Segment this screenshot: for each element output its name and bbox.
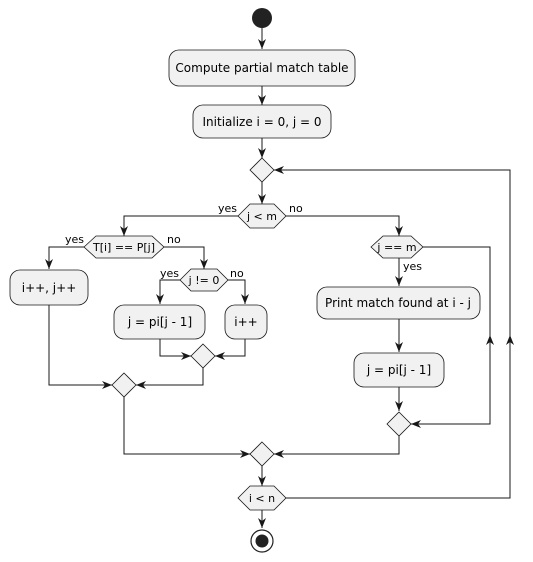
decision-text-matches-pattern-label: T[i] == P[j]: [92, 241, 155, 254]
action-set-j-fallback: j = pi[j - 1]: [113, 304, 206, 340]
decision-i-less-than-n: i < n: [237, 485, 287, 511]
action-print-match-label: Print match found at i - j: [325, 296, 471, 310]
loop-merge: [249, 157, 275, 183]
merge-j-not-zero: [190, 343, 216, 369]
branch-label-no: no: [289, 202, 303, 215]
decision-text-matches-pattern: T[i] == P[j]: [83, 235, 165, 259]
branch-label-no: no: [167, 233, 181, 246]
action-initialize-label: Initialize i = 0, j = 0: [203, 115, 322, 129]
action-increment-i-label: i++: [234, 315, 257, 329]
branch-label-yes: yes: [403, 260, 422, 273]
action-set-j-fallback-label: j = pi[j - 1]: [127, 315, 192, 329]
branch-label-yes: yes: [65, 233, 84, 246]
decision-j-equals-m: j == m: [370, 235, 424, 259]
merge-j-equals-m: [386, 411, 412, 437]
decision-j-not-zero-label: j != 0: [188, 274, 220, 287]
action-increment-i: i++: [224, 304, 268, 340]
action-print-match: Print match found at i - j: [316, 286, 481, 320]
action-increment-both: i++, j++: [9, 269, 89, 306]
decision-j-less-than-m: j < m: [237, 203, 287, 229]
decision-j-not-zero: j != 0: [179, 268, 229, 292]
branch-label-yes: yes: [218, 202, 237, 215]
action-compute-table: Compute partial match table: [168, 49, 356, 87]
action-set-j-after-match: j = pi[j - 1]: [353, 352, 445, 388]
action-initialize: Initialize i = 0, j = 0: [192, 104, 332, 139]
merge-j-less-than-m: [249, 441, 275, 467]
flow-edges: [48, 28, 511, 528]
branch-label-no: no: [230, 267, 244, 280]
branch-label-yes: yes: [160, 267, 179, 280]
decision-i-less-than-n-label: i < n: [249, 492, 275, 505]
action-set-j-after-match-label: j = pi[j - 1]: [366, 363, 431, 377]
merge-text-matches: [111, 372, 137, 398]
action-compute-table-label: Compute partial match table: [175, 61, 348, 75]
arrowheads: [45, 39, 514, 528]
end-node: [250, 529, 274, 553]
decision-j-equals-m-label: j == m: [376, 241, 416, 254]
start-node: [252, 8, 272, 28]
action-increment-both-label: i++, j++: [22, 281, 77, 295]
decision-j-less-than-m-label: j < m: [246, 210, 277, 223]
